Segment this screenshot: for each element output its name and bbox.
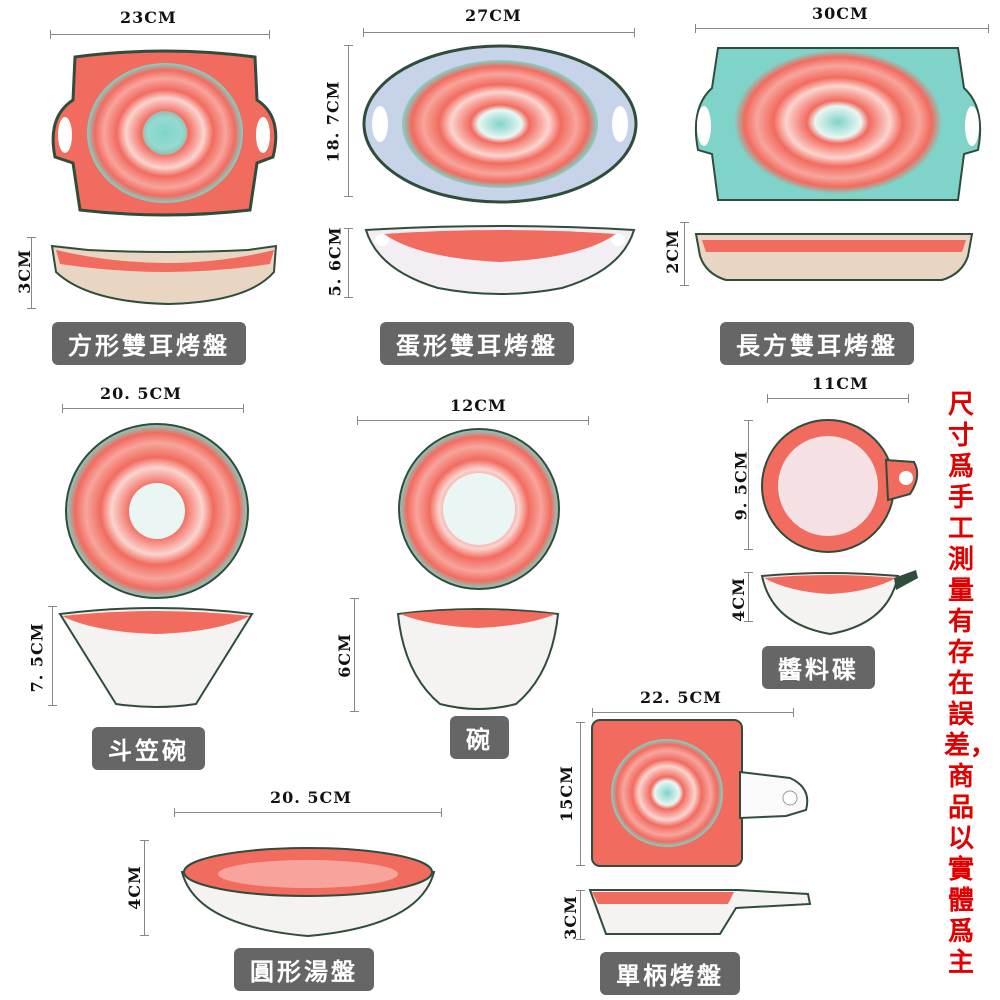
rect-tray-side-photo <box>694 233 974 281</box>
dim-height-handle-tray: 3CM <box>560 895 580 940</box>
hat-bowl-side-photo <box>58 607 254 708</box>
dim-height-square-tray: 3CM <box>14 249 34 294</box>
dim-height-hat-bowl: 7. 5CM <box>27 622 47 693</box>
handle-tray-side-photo <box>588 889 812 935</box>
dim-depth-handle-tray: 15CM <box>556 765 576 822</box>
square-tray-side-photo <box>50 244 278 306</box>
label-bowl: 碗 <box>450 716 509 759</box>
dim-width-square-tray: 23CM <box>120 8 177 27</box>
dim-depth-sauce-dish: 9. 5CM <box>731 450 751 521</box>
handle-tray-top-photo <box>591 719 809 867</box>
dim-height-sauce-dish: 4CM <box>728 577 748 622</box>
label-handle-tray: 單柄烤盤 <box>600 952 740 995</box>
dim-width-bowl: 12CM <box>450 396 507 415</box>
dim-width-oval-tray: 27CM <box>465 6 522 25</box>
dim-height-rect-tray: 2CM <box>662 229 682 274</box>
dim-height-bowl: 6CM <box>334 633 354 678</box>
dim-width-rect-tray: 30CM <box>812 4 869 23</box>
dim-width-handle-tray: 22. 5CM <box>640 688 722 707</box>
soup-plate-photo <box>180 847 436 938</box>
dim-width-soup-plate: 20. 5CM <box>270 788 352 807</box>
dim-depth-oval-tray: 18. 7CM <box>323 80 343 163</box>
rect-tray-top-photo <box>694 47 982 201</box>
oval-tray-side-photo <box>364 225 636 295</box>
label-soup-plate: 圓形湯盤 <box>234 948 374 991</box>
bowl-side-photo <box>396 608 560 710</box>
label-square-tray: 方形雙耳烤盤 <box>52 322 246 365</box>
hat-bowl-top-photo <box>65 423 249 599</box>
label-sauce-dish: 醬料碟 <box>762 646 875 689</box>
dim-width-hat-bowl: 20. 5CM <box>100 384 182 403</box>
label-rect-tray: 長方雙耳烤盤 <box>720 322 914 365</box>
dim-width-sauce-dish: 11CM <box>812 374 869 393</box>
sauce-dish-top-photo <box>761 419 919 553</box>
disclaimer-note: 尺寸爲手工測量有存在誤差，商品以實體爲主 <box>944 390 997 978</box>
sauce-dish-side-photo <box>760 570 918 636</box>
label-oval-tray: 蛋形雙耳烤盤 <box>380 322 574 365</box>
oval-tray-top-photo <box>362 44 638 204</box>
dim-height-soup-plate: 4CM <box>124 865 144 910</box>
bowl-top-photo <box>398 428 560 590</box>
label-hat-bowl: 斗笠碗 <box>92 727 205 770</box>
square-tray-top-photo <box>51 49 278 217</box>
dim-height-oval-tray: 5. 6CM <box>325 226 345 297</box>
